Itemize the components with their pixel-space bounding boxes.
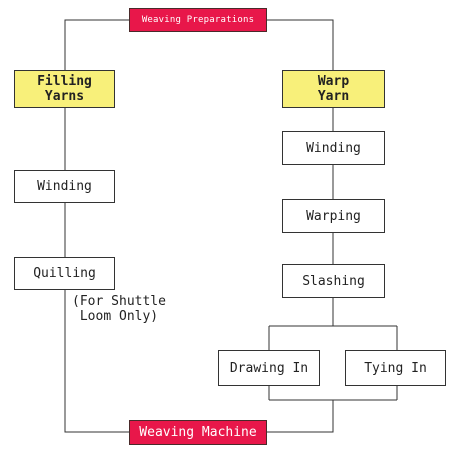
drawing-in-node: Drawing In [218, 350, 320, 386]
warp-yarn-node: Warp Yarn [282, 70, 385, 108]
connector-slashing-split [268, 297, 398, 350]
connector-top-right [265, 19, 334, 70]
warp-winding-node: Winding [282, 131, 385, 165]
weaving-machine-node: Weaving Machine [129, 420, 267, 445]
quilling-note: (For Shuttle Loom Only) [72, 294, 166, 324]
filling-yarns-node: Filling Yarns [14, 70, 115, 108]
warping-node: Warping [282, 199, 385, 233]
connector-merge [266, 386, 398, 433]
tying-in-node: Tying In [345, 350, 446, 386]
connector-quilling-to-weaving [64, 290, 130, 433]
weaving-preparations-node: Weaving Preparations [129, 8, 267, 32]
connector-top-left [64, 19, 130, 70]
slashing-node: Slashing [282, 264, 385, 298]
quilling-node: Quilling [14, 257, 115, 290]
filling-winding-node: Winding [14, 170, 115, 203]
